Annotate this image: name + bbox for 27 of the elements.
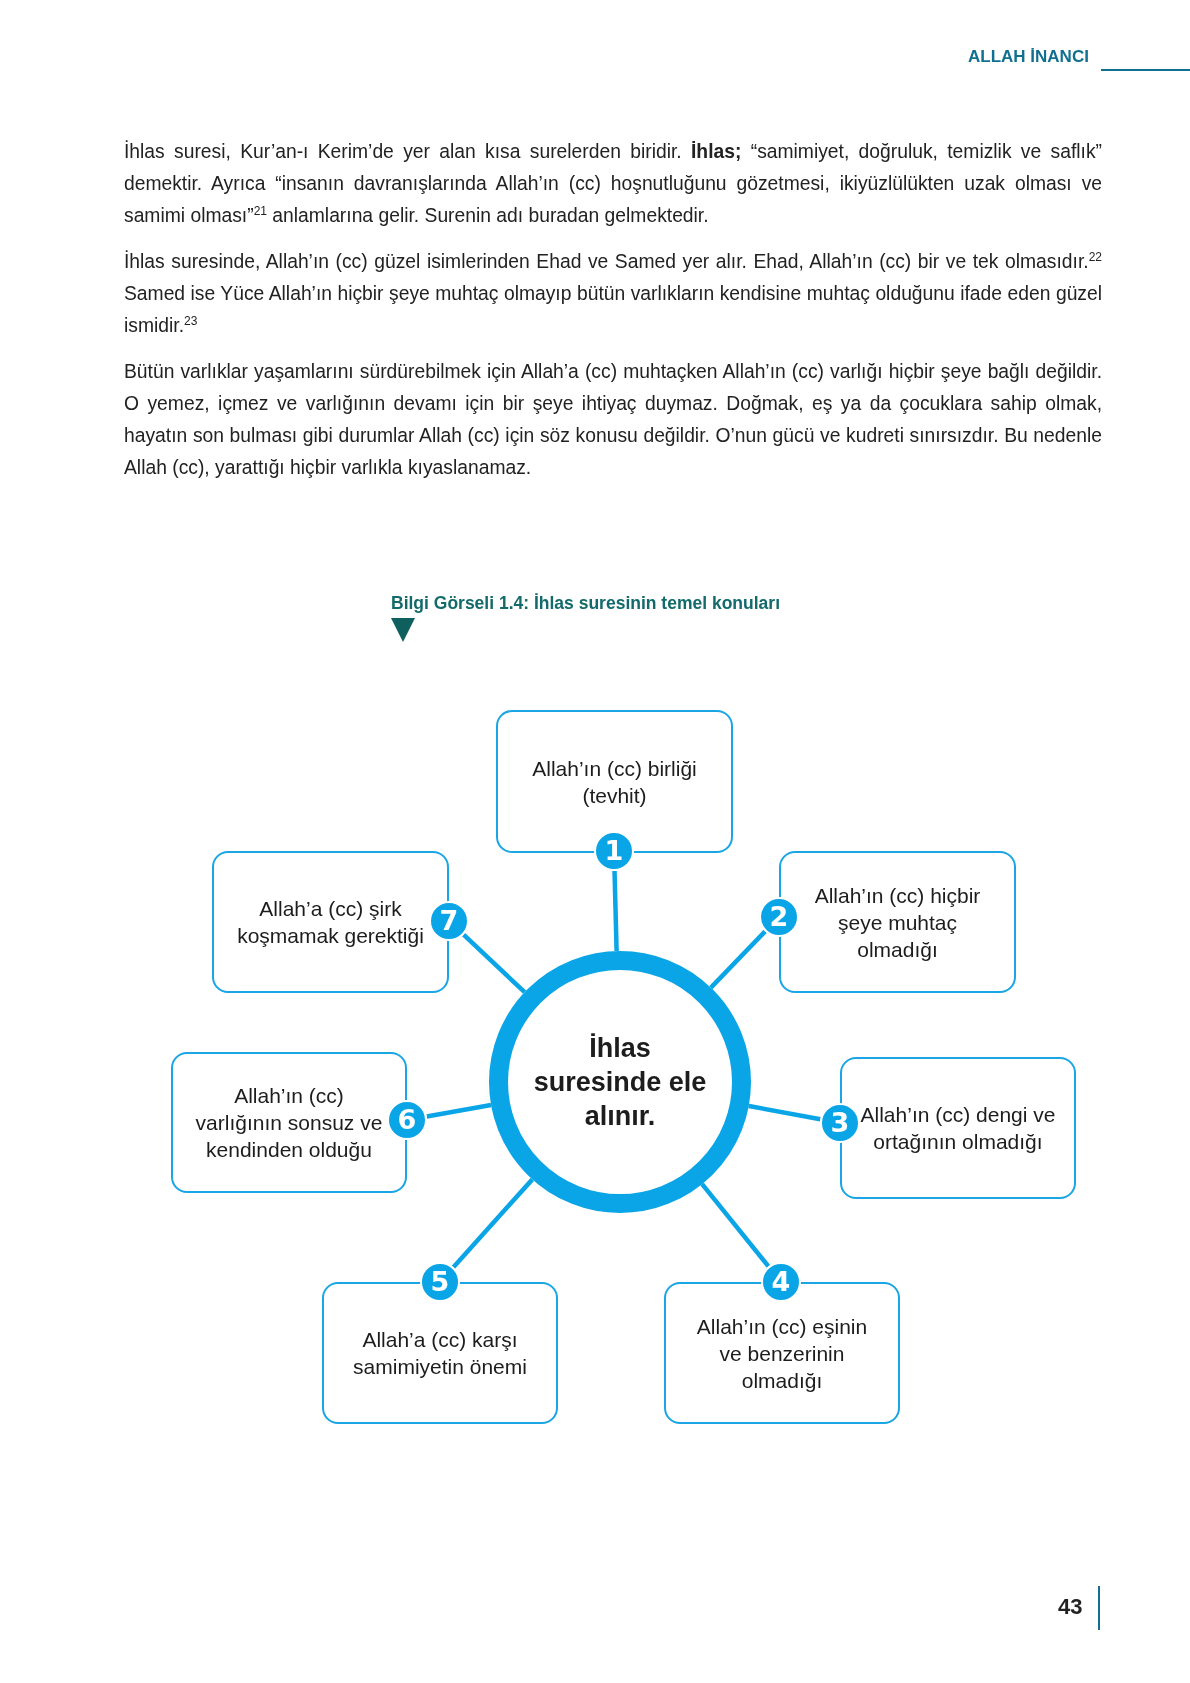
connector-line [451, 1177, 535, 1269]
topic-text: Allah’a (cc) şirk koşmamak gerektiği [236, 896, 425, 949]
connector-line [462, 933, 527, 994]
step-number: 3 [820, 1103, 860, 1143]
topic-text: Allah’ın (cc) hiçbir şeye muhtaç olmadığı [813, 882, 982, 963]
page-number: 43 [1058, 1594, 1083, 1620]
step-number: 1 [594, 831, 634, 871]
center-text: İhlas suresinde ele alınır. [532, 1032, 708, 1133]
topic-text: Allah’ın (cc) dengi ve ortağının olmadığı [860, 1102, 1056, 1155]
topic-text: Allah’a (cc) karşı samimiyetin önemi [352, 1327, 528, 1380]
step-number: 5 [420, 1262, 460, 1302]
step-number: 6 [387, 1100, 427, 1140]
figure-caption: Bilgi Görseli 1.4: İhlas suresinin temel konuları [391, 593, 780, 614]
topic-text: Allah’ın (cc) varlığının sonsuz ve kendinden olduğu [194, 1083, 384, 1163]
connector-line [426, 1102, 492, 1119]
connector-line [748, 1103, 821, 1122]
connector-line [612, 870, 619, 952]
body-paragraph: İhlas suresinde, Allah’ın (cc) güzel isimlerinden Ehad ve Samed yer alır. Ehad, Allah’ın (cc) bir ve tek olmasıdır.$^{22}$ Samed ise Yüce Allah’ın hiçbir şeye muhtaç olmayıp bütün varlıkların kendisine muhtaç olduğunu ifade eden güzel ismidir.$^{23}$ [124, 248, 1102, 338]
running-header: ALLAH İNANCI [968, 47, 1089, 67]
body-paragraph: Bütün varlıklar yaşamlarını sürdürebilmek için Allah’a (cc) muhtaçken Allah’ın (cc) varlığı hiçbir şeye bağlı değildir. O yemez, içmez ve varlığının devamı için bir şeye ihtiyaç duymaz. Doğmak, eş ya da çocuklara sahip olmak, hayatın son bulması gibi durumlar Allah (cc) için söz konusu değildir. O’nun gücü ve kudreti sınırsızdır. Bu nedenle Allah (cc), yarattığı hiçbir varlıkla kıyaslanamaz. [124, 360, 1102, 480]
topic-text: Allah’ın (cc) eşinin ve benzerinin olmadığı [695, 1313, 869, 1394]
topic-text: Allah’ın (cc) birliği (tevhit) [531, 755, 698, 809]
connector-line [700, 1182, 771, 1268]
step-number: 2 [759, 897, 799, 937]
connector-line [709, 929, 767, 990]
body-paragraph: İhlas suresi, Kur’an-ı Kerim’de yer alan kısa surelerden biridir. İhlas; “samimiyet, doğruluk, temizlik ve saflık” demektir. Ayrıca “insanın davranışlarında Allah’ın (cc) hoşnutluğunu gözetmesi, ikiyüzlülükten uzak olması ve samimi olması”$^{21}$ anlamlarına gelir. Surenin adı buradan gelmektedir. [124, 139, 1102, 228]
step-number: 4 [761, 1262, 801, 1302]
